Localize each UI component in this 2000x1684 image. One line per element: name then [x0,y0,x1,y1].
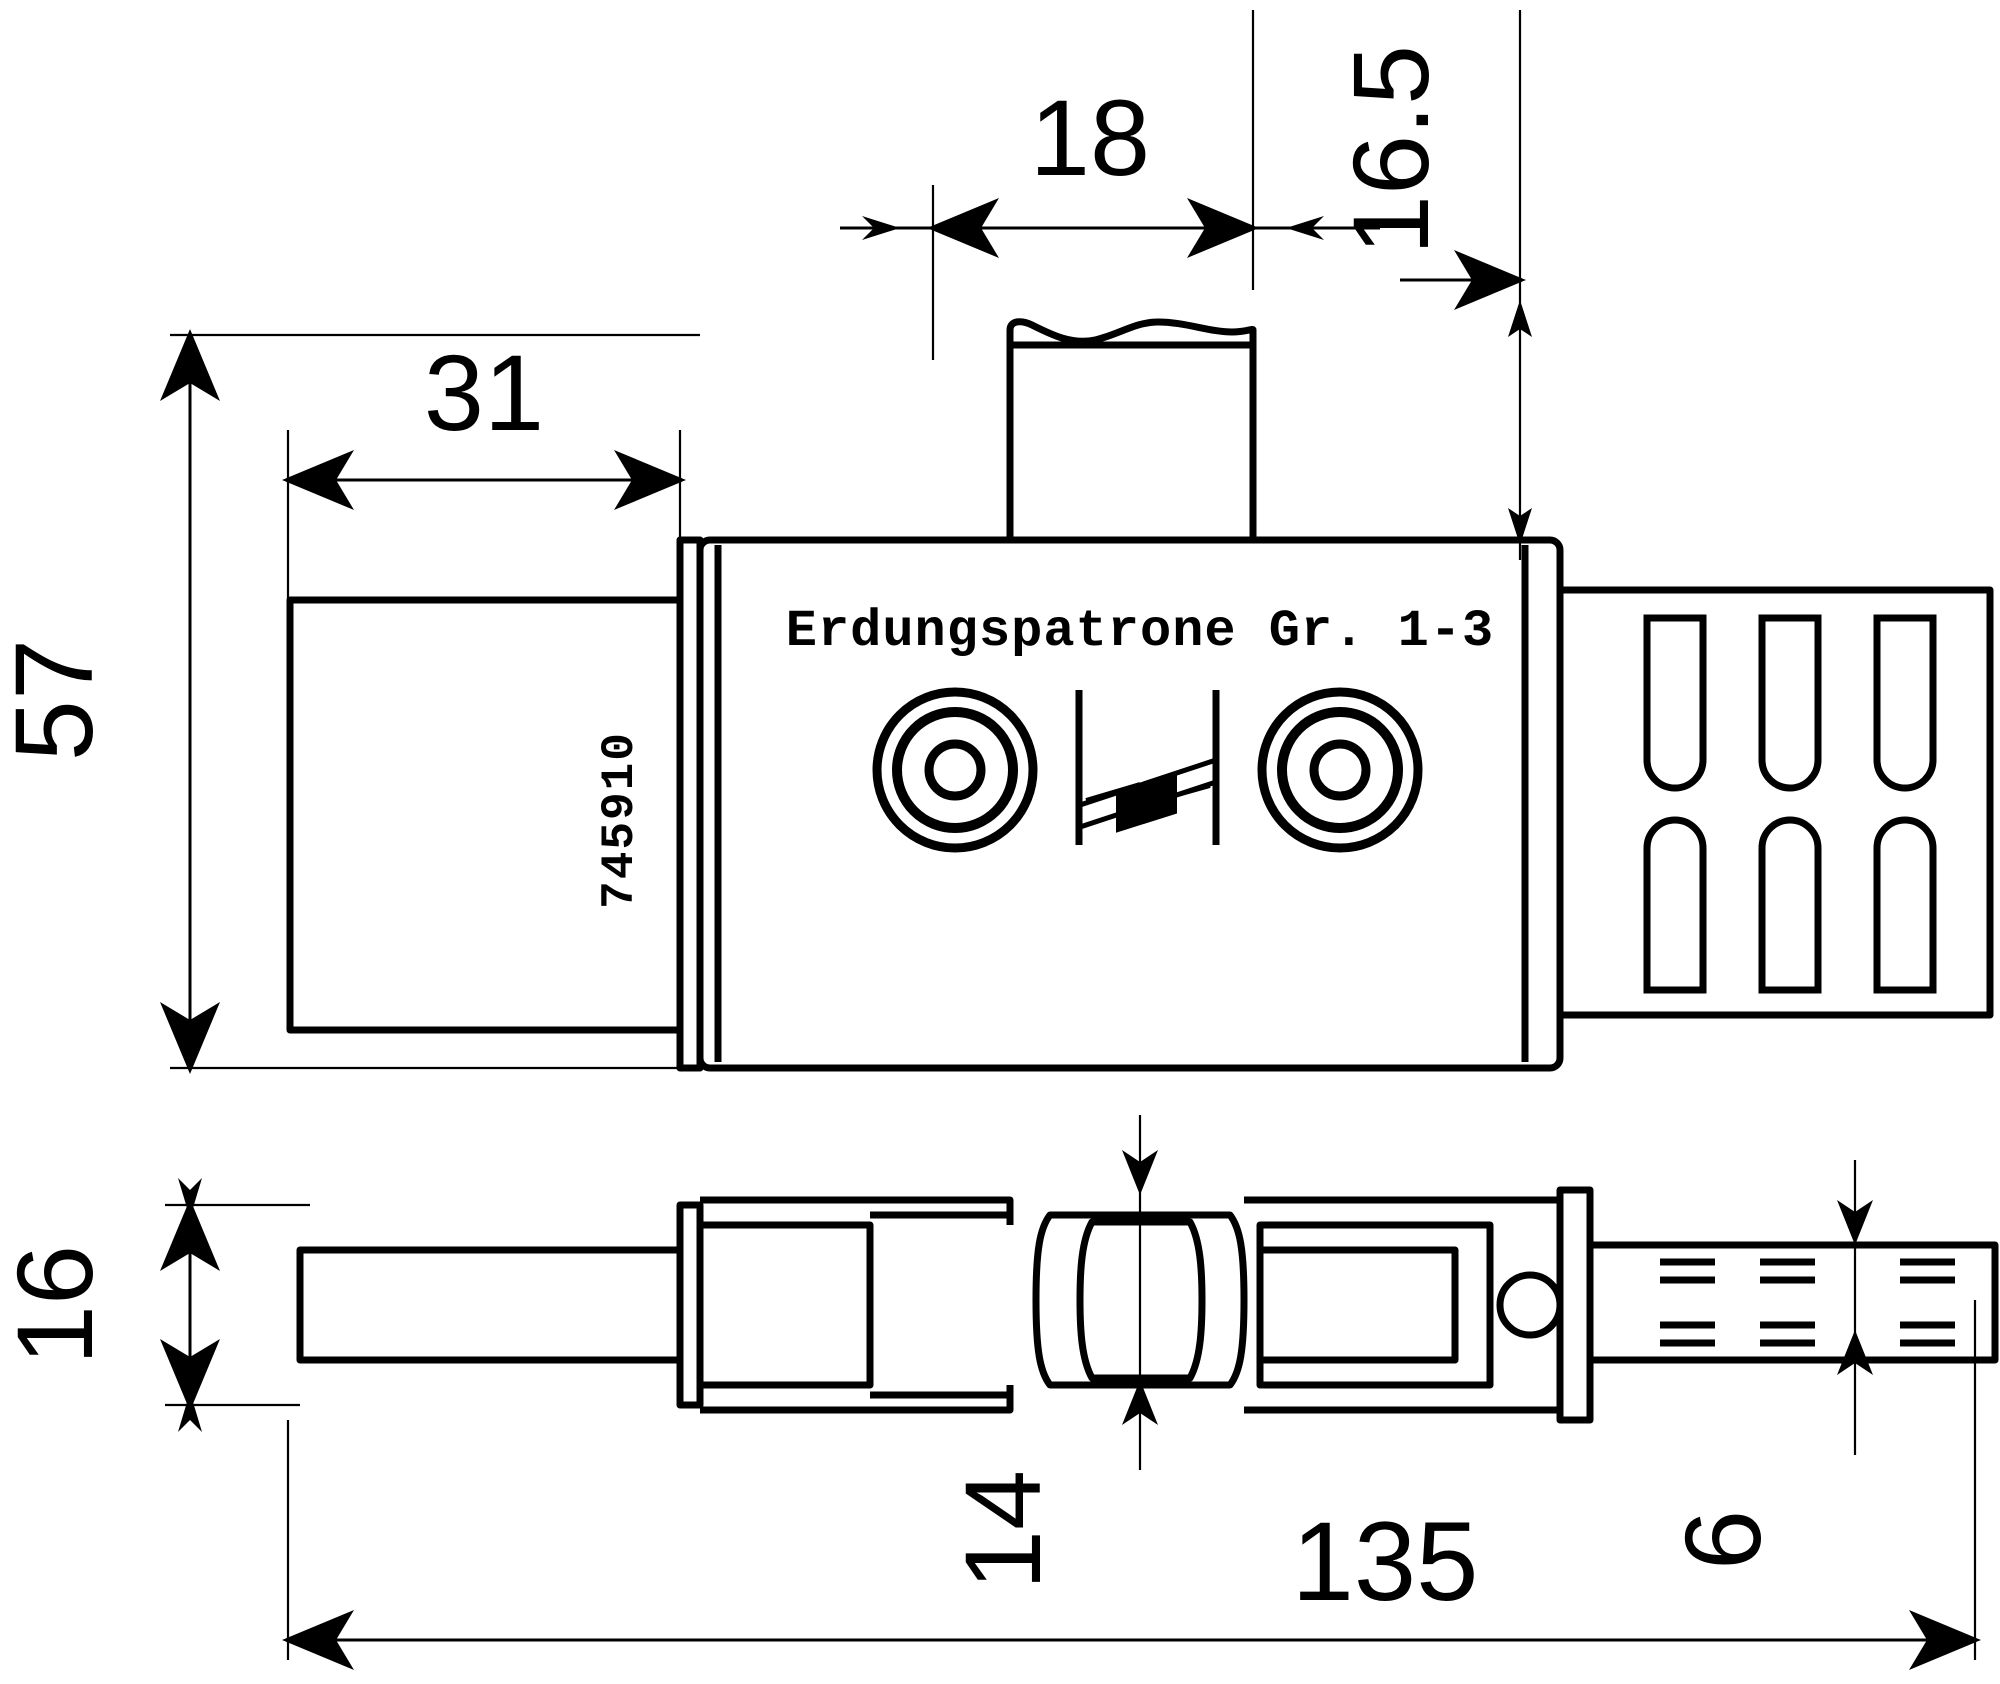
dimension-lines [160,198,1981,1670]
plan-body-left [696,1221,874,1389]
plan-body-right-inner [1256,1246,1459,1364]
plan-left-tail [296,1246,684,1364]
plan-vent-slots [1660,1258,1955,1347]
terminal-right-outer [1257,687,1423,853]
terminal-right-mid [1277,707,1403,833]
part-number-label: 745910 [594,731,646,909]
plan-right-flange [1556,1186,1594,1424]
plan-rail-bottom-right [1244,1385,1564,1414]
fuse-symbol [1075,690,1220,845]
plan-rail-top-right [1244,1196,1564,1225]
terminal-sockets [872,687,1423,853]
plan-vent-tail [1586,1241,1999,1364]
dimension-arrowheads [178,216,1873,1432]
neck-notch [1006,318,1257,345]
terminal-right-inner [1309,739,1371,801]
plan-center-barrel [1032,1211,1248,1389]
dimension-6-label: 6 [1662,1510,1783,1570]
terminal-left-mid [892,707,1018,833]
terminal-left-outer [872,687,1038,853]
dimension-16-label: 16 [0,1245,115,1365]
boot-flange [676,536,704,1072]
dimension-16-5-label: 16.5 [1330,45,1451,255]
plan-hole [1496,1271,1564,1339]
dimension-57-label: 57 [0,639,116,761]
dimension-18-label: 18 [1030,77,1150,198]
plan-left-flange [676,1201,704,1409]
bottom-plan-view [296,1186,1999,1424]
vent-block [1556,586,1994,1019]
top-neck [1006,341,1257,540]
product-text-label: Erdungspatrone Gr. 1-3 [786,602,1495,661]
front-elevation-view [286,318,1994,1072]
dimension-14-label: 14 [942,1470,1063,1590]
dimension-135-label: 135 [1292,1499,1479,1624]
plan-center-barrel-inner [1076,1218,1206,1382]
vent-slots [1643,614,1937,994]
dimension-31-label: 31 [424,332,544,453]
terminal-left-inner [924,739,986,801]
